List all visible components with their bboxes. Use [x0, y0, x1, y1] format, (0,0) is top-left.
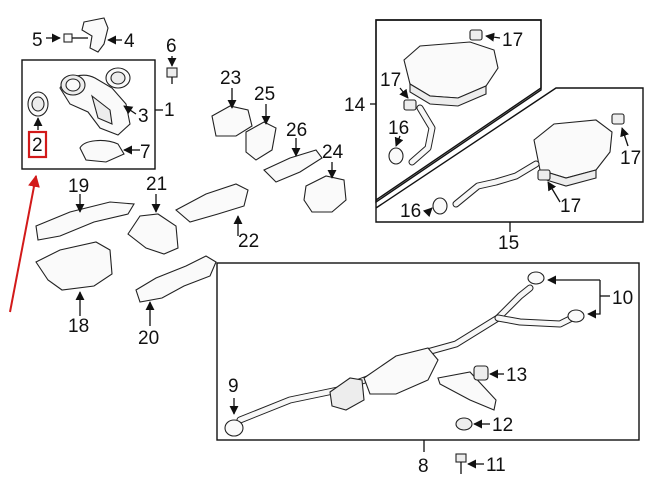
heat-shield-part-18	[35, 241, 113, 291]
callout-14: 14	[344, 95, 366, 116]
heat-shield-part-24	[303, 175, 347, 213]
clamp-part-10b	[567, 309, 585, 323]
clamp-part-10a	[527, 271, 545, 285]
clamp-part-9	[224, 419, 244, 437]
callout-16-a: 16	[388, 118, 409, 139]
callout-2: 2	[32, 135, 43, 156]
callout-17-a: 17	[502, 30, 523, 51]
callout-2-highlight-arrow	[9, 174, 40, 313]
callout-7: 7	[140, 142, 151, 163]
catalytic-converter-group-box	[21, 59, 156, 170]
hanger-part-17b	[403, 99, 417, 111]
exhaust-system-group-box	[216, 262, 640, 441]
callout-8: 8	[418, 456, 429, 477]
callout-4: 4	[124, 31, 135, 52]
callout-26: 26	[286, 120, 307, 141]
callout-25: 25	[254, 84, 275, 105]
callout-21: 21	[146, 174, 167, 195]
callout-6: 6	[166, 36, 177, 57]
callout-17-c: 17	[620, 148, 641, 169]
rear-muffler-part-14	[403, 41, 499, 107]
hanger-part-17a	[469, 29, 483, 41]
callout-15: 15	[498, 233, 519, 254]
bolt-part-11	[455, 453, 467, 474]
muffler-group-box	[375, 19, 644, 223]
callout-11: 11	[486, 455, 506, 476]
front-converter-part	[329, 377, 365, 411]
callout-12: 12	[492, 415, 513, 436]
callout-13: 13	[506, 365, 527, 386]
heat-shield-part-20	[135, 255, 217, 303]
callout-3: 3	[138, 106, 149, 127]
callout-10: 10	[612, 288, 633, 309]
hanger-part-17d	[537, 169, 551, 181]
callout-17-d: 17	[560, 196, 581, 217]
bolt-part-6	[166, 67, 178, 84]
insulator-part-12	[455, 417, 473, 431]
insulator-part-13	[473, 365, 489, 381]
clamp-part-16b	[432, 197, 448, 215]
heat-shield-part-19	[35, 201, 135, 241]
heat-shield-part-21	[127, 213, 179, 255]
clamp-part-16a	[388, 147, 404, 165]
callout-20: 20	[138, 328, 159, 349]
resonator-part	[363, 347, 439, 395]
callout-23: 23	[220, 68, 241, 89]
bolt-part-5	[63, 33, 88, 43]
heat-shield-part-7	[79, 139, 125, 163]
bracket-part-13-rail	[437, 371, 497, 411]
callout-19: 19	[68, 176, 89, 197]
gasket-part	[27, 91, 49, 117]
callout-22: 22	[238, 231, 259, 252]
heat-shield-part-26	[263, 149, 323, 183]
heat-shield-part-22	[175, 183, 249, 223]
callout-17-b: 17	[380, 70, 401, 91]
hanger-part-17c	[611, 113, 625, 125]
callout-1: 1	[164, 100, 175, 121]
bracket-part-4	[81, 17, 109, 53]
callout-2-highlight-box	[27, 130, 48, 159]
catalytic-converter-part	[59, 67, 131, 136]
callout-18: 18	[68, 316, 89, 337]
callout-24: 24	[322, 142, 344, 163]
heat-shield-part-25	[245, 121, 277, 161]
callout-16-b: 16	[400, 201, 421, 222]
callout-9: 9	[228, 376, 239, 397]
callout-5: 5	[32, 30, 43, 51]
